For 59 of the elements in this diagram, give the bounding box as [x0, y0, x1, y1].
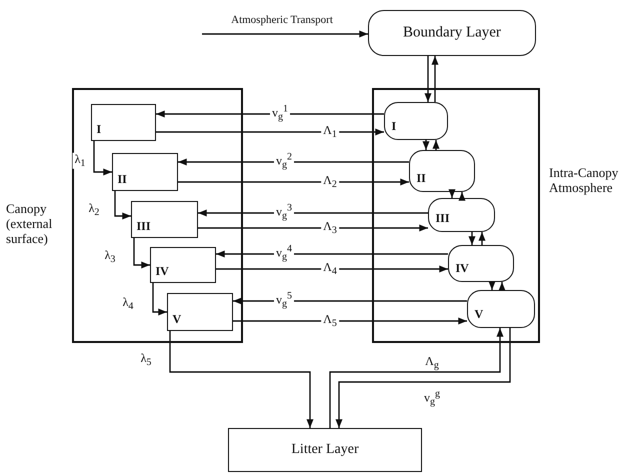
node-label: Intra-Canopy Atmosphere	[549, 166, 620, 196]
edge-label: λ$_{5}$	[138, 352, 154, 368]
arrow	[198, 224, 428, 232]
arrow	[498, 282, 506, 291]
arrow	[216, 266, 448, 272]
canopy-box	[90, 104, 156, 140]
arrow	[152, 283, 167, 316]
arrow	[468, 232, 476, 245]
arrow	[93, 141, 112, 176]
node-label: IV	[156, 264, 169, 278]
edge-label: Λ$_{5}$	[321, 312, 339, 330]
node-label: Boundary Layer	[402, 24, 502, 42]
edge-label: Λ$_{g}$	[423, 354, 441, 372]
edge-label: Atmospheric Transport	[229, 14, 335, 26]
atmosphere-box	[428, 198, 494, 232]
canopy-box	[130, 200, 198, 238]
canopy-box	[150, 246, 216, 282]
atmosphere-box	[384, 102, 448, 140]
edge-label: λ$_{1}$	[72, 152, 88, 170]
arrow	[156, 110, 384, 118]
node-label: IV	[456, 262, 469, 276]
arrow	[233, 318, 467, 324]
arrow	[424, 56, 432, 102]
canopy-box	[166, 292, 232, 330]
arrow	[458, 192, 466, 201]
node-label: I	[96, 122, 102, 136]
arrow	[169, 331, 314, 428]
layer-box	[368, 10, 536, 56]
node-label: II	[118, 172, 127, 186]
arrow	[133, 238, 150, 268]
atmosphere-box	[448, 244, 514, 282]
edge-label: Λ$_{3}$	[321, 220, 339, 236]
arrow	[178, 178, 409, 186]
layer-box	[228, 428, 422, 472]
node-label: V	[474, 308, 484, 322]
node-label: Litter Layer	[290, 442, 360, 458]
arrow	[202, 30, 368, 38]
arrow	[178, 158, 409, 166]
arrow	[216, 250, 448, 258]
edge-label: λ$_{3}$	[102, 248, 118, 266]
arrow	[233, 298, 467, 304]
atmosphere-box	[408, 150, 474, 192]
arrow	[448, 189, 456, 198]
arrow	[422, 140, 430, 150]
arrow	[488, 281, 496, 290]
arrow	[156, 128, 384, 136]
node-label: II	[416, 172, 426, 186]
node-label: I	[392, 120, 396, 134]
atmosphere-box	[466, 290, 534, 328]
arrow	[478, 232, 486, 245]
arrow	[432, 56, 438, 102]
canopy-box	[112, 152, 178, 190]
node-label: III	[136, 220, 151, 234]
arrow	[198, 210, 428, 216]
arrow	[114, 191, 131, 220]
node-label: III	[436, 212, 450, 226]
arrow	[432, 140, 440, 150]
node-label: Canopy (external surface)	[6, 202, 54, 247]
node-label: V	[172, 312, 182, 326]
